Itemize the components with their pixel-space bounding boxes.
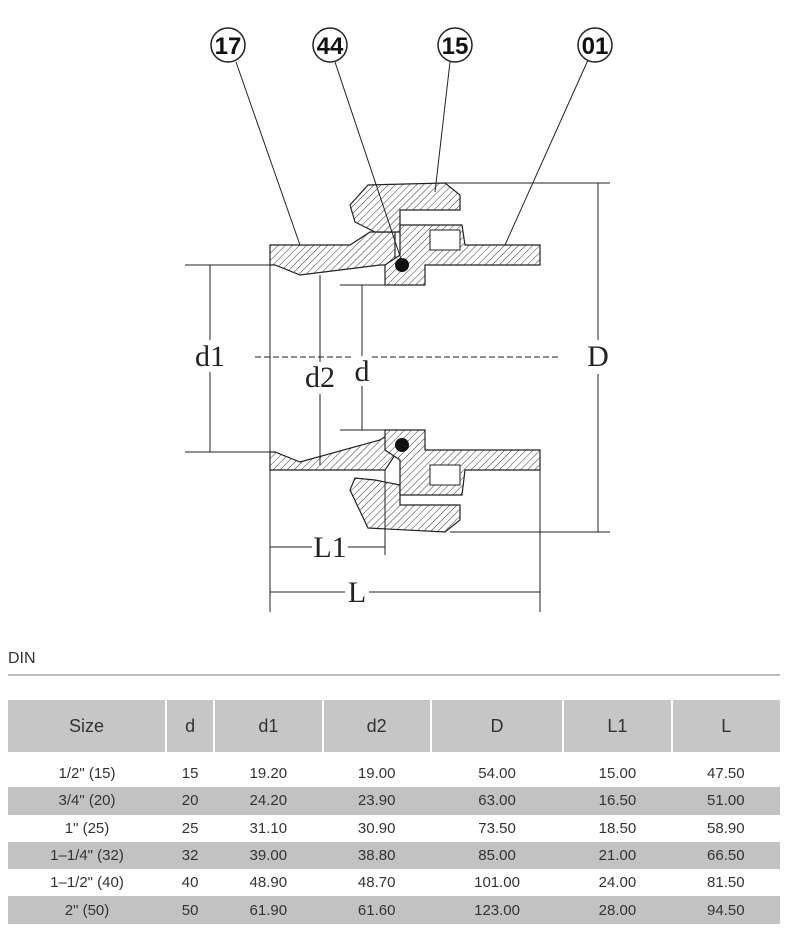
part-01-callout xyxy=(577,27,613,63)
dim-D: D xyxy=(587,340,609,373)
dim-d: d xyxy=(355,355,370,388)
nut-top xyxy=(349,182,461,233)
table-cell-d: 54.00 xyxy=(478,765,516,783)
table-cell-d2: 30.90 xyxy=(357,819,396,837)
socket-bottom-wall xyxy=(269,428,396,471)
table-cell-d: 40 xyxy=(181,874,199,892)
dim-L: L xyxy=(348,576,366,609)
socket-top-wall xyxy=(269,231,396,276)
table-cell-d1: 48.90 xyxy=(249,874,288,892)
table-cell-d1: 61.90 xyxy=(214,896,323,924)
table-cell-l: 58.90 xyxy=(707,819,745,837)
table-cell-d: 20 xyxy=(166,787,215,815)
nut-bottom xyxy=(349,477,461,533)
table-cell-d2: 48.70 xyxy=(357,874,396,892)
table-cell-l: 47.50 xyxy=(707,765,745,783)
table-cell-size: 3/4" (20) xyxy=(8,787,166,815)
table-cell-d2: 38.80 xyxy=(322,841,431,870)
part-44-callout xyxy=(312,27,348,63)
part-17-callout xyxy=(210,27,246,63)
header-size: Size xyxy=(8,700,166,752)
table-cell-d: 101.00 xyxy=(474,874,520,892)
table-cell-d: 85.00 xyxy=(430,841,564,870)
part-44-label: 44 xyxy=(317,33,344,60)
dim-L1: L1 xyxy=(313,531,346,564)
table-cell-size: 1" (25) xyxy=(64,819,110,837)
table-cell-l1: 24.00 xyxy=(598,874,637,892)
dim-d2: d2 xyxy=(305,361,335,394)
header-d: d xyxy=(164,700,215,752)
header-L: L xyxy=(670,700,780,752)
table-cell-d: 15 xyxy=(181,765,199,783)
table-cell-l1: 21.00 xyxy=(563,841,672,870)
table-cell-size: 2" (50) xyxy=(8,896,166,924)
header-L1: L1 xyxy=(562,700,672,752)
end-bottom-wall xyxy=(384,429,541,496)
table-cell-d: 73.50 xyxy=(478,819,516,837)
dimensions-table: Size d d1 d2 D L1 L 1/2" (15) 15 19.20 19.0… xyxy=(8,700,780,924)
table-header: Size d d1 d2 D L1 L xyxy=(8,700,780,752)
table-cell-d1: 19.20 xyxy=(249,765,288,783)
table-cell-l1: 16.50 xyxy=(563,787,672,815)
table-cell-d1: 39.00 xyxy=(214,841,323,870)
table-row: 1" (25) 25 31.10 30.90 73.50 18.50 58.90 xyxy=(8,815,780,842)
table-cell-l: 51.00 xyxy=(671,787,780,815)
table-cell-size: 1/2" (15) xyxy=(58,765,116,783)
table-cell-d2: 61.60 xyxy=(322,896,431,924)
table-cell-d: 63.00 xyxy=(430,787,564,815)
table-cell-l: 94.50 xyxy=(671,896,780,924)
divider xyxy=(8,674,780,676)
part-01-label: 01 xyxy=(582,33,609,60)
table-row: 1/2" (15) 15 19.20 19.00 54.00 15.00 47.50 xyxy=(8,752,780,787)
table-cell-d: 123.00 xyxy=(430,896,564,924)
table-cell-d2: 23.90 xyxy=(322,787,431,815)
part-15-label: 15 xyxy=(442,33,469,60)
o-ring-bottom xyxy=(395,438,409,452)
table-cell-l1: 15.00 xyxy=(598,765,637,783)
table-cell-l: 81.50 xyxy=(707,874,745,892)
table-row: 1–1/2" (40) 40 48.90 48.70 101.00 24.00 81.50 xyxy=(8,869,780,896)
header-d1: d1 xyxy=(213,700,323,752)
section-title: DIN xyxy=(8,650,36,667)
table-cell-l1: 28.00 xyxy=(563,896,672,924)
header-D: D xyxy=(429,700,564,752)
table-cell-d: 25 xyxy=(181,819,199,837)
o-ring-top xyxy=(395,258,409,272)
dim-d1: d1 xyxy=(195,340,225,373)
table-cell-d1: 31.10 xyxy=(249,819,288,837)
end-top-wall xyxy=(384,224,541,286)
part-15-callout xyxy=(437,27,473,63)
table-cell-size: 1–1/2" (40) xyxy=(50,874,124,892)
union-cross-section-drawing: 17 44 15 01 d1 d2 d D L1 L xyxy=(185,27,613,612)
table-cell-l: 66.50 xyxy=(671,841,780,870)
table-cell-l1: 18.50 xyxy=(598,819,637,837)
table-cell-d: 32 xyxy=(166,841,215,870)
table-cell-d: 50 xyxy=(166,896,215,924)
table-cell-d1: 24.20 xyxy=(214,787,323,815)
header-d2: d2 xyxy=(321,700,431,752)
part-17-label: 17 xyxy=(215,33,242,60)
table-cell-size: 1–1/4" (32) xyxy=(8,841,166,870)
table-cell-d2: 19.00 xyxy=(357,765,396,783)
